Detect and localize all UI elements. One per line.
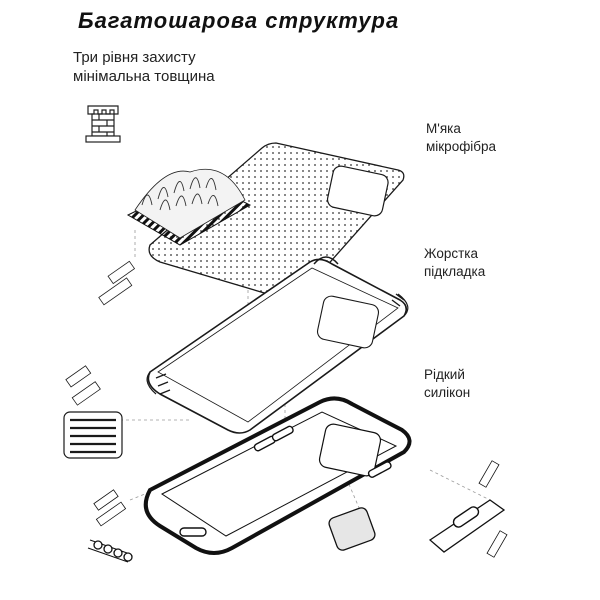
microfiber-layer [98,142,405,306]
layer-label-line-2: підкладка [424,264,486,279]
layer-label-line-2: мікрофібра [426,139,497,154]
layer-label-line-1: Жорстка [424,246,478,261]
tower-icon [85,105,121,143]
layer-label-line-2: силікон [424,385,471,400]
subtitle-line-2: мінімальна товщина [73,68,215,85]
layer-label-line-1: М'яка [426,121,461,136]
liquid-silicone-layer [87,396,508,563]
subtitle: Три рівня захисту мінімальна товщина [73,48,215,86]
layer-label-line-1: Рідкий [424,367,465,382]
page-title: Багатошарова структура [78,8,400,33]
layer-label-liquid-silicone: Рідкий силікон [424,366,470,402]
layer-label-microfiber: М'яка мікрофібра [426,120,496,156]
hard-base-layer [63,256,409,459]
layer-label-hard-base: Жорстка підкладка [424,245,485,281]
subtitle-line-1: Три рівня захисту [73,49,196,66]
